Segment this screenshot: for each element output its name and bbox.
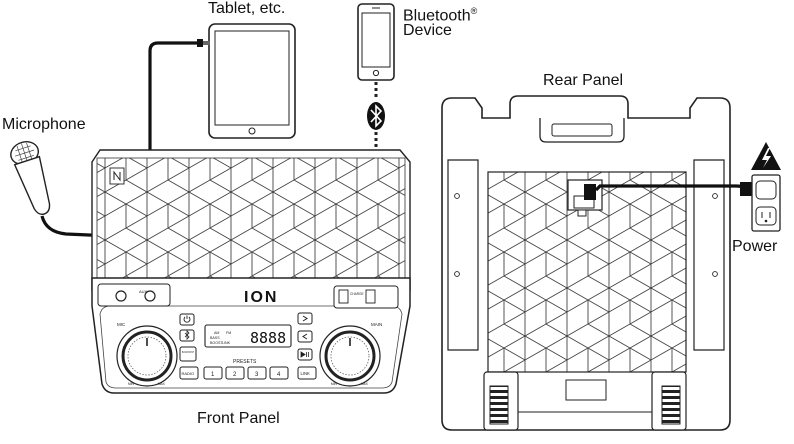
wall-outlet [751, 174, 781, 232]
presets-label: PRESETS [233, 359, 257, 365]
prev-button[interactable] [297, 330, 313, 343]
preset-label-2: 2 [233, 372, 237, 378]
link-button[interactable]: LINK [297, 366, 317, 380]
charge-ports: CHARGE [333, 285, 399, 309]
play-pause-button[interactable] [297, 348, 313, 361]
chevron-right-icon [302, 315, 308, 322]
bluetooth-button[interactable] [179, 329, 195, 342]
preset-button-3[interactable]: 3 [247, 366, 267, 380]
display-digits: 8888 [250, 329, 286, 347]
bluetooth-label-text: Bluetooth [403, 7, 471, 25]
display-indicator-fm: FM [226, 331, 231, 335]
right-wheel [651, 371, 687, 431]
preset-label-1: 1 [211, 372, 215, 378]
charge-label: CHARGE [350, 292, 364, 296]
preset-button-2[interactable]: 2 [225, 366, 245, 380]
preset-button-1[interactable]: 1 [203, 366, 223, 380]
display-indicator-link: LINK [222, 341, 231, 345]
bluetooth-icon [367, 102, 385, 130]
play-pause-icon [300, 351, 309, 358]
main-knob-label: MAIN [371, 322, 382, 327]
preset-label-3: 3 [255, 372, 259, 378]
lightning-warning-icon [751, 142, 781, 170]
tablet-device [208, 23, 296, 139]
front-panel: AUX CHARGE ION MIC MIN MAX MAIN MIN [91, 149, 411, 394]
ion-logo: ION [244, 289, 278, 306]
next-button[interactable] [297, 312, 313, 325]
rear-panel [441, 95, 731, 431]
power-cable [584, 182, 752, 200]
link-label: LINK [301, 371, 311, 376]
display-indicator-boost: BOOST [210, 341, 223, 345]
phone-device [357, 3, 395, 81]
aux-jack-label: AUX [139, 289, 148, 294]
display-indicator-bass: BASS [210, 336, 220, 340]
bluetooth-icon [184, 330, 190, 340]
nfc-icon [109, 167, 125, 185]
radio-button[interactable]: RADIO [179, 366, 199, 380]
display-indicator-am: AM [214, 331, 219, 335]
mic-knob-label: MIC [117, 322, 126, 327]
registered-mark: ® [470, 6, 478, 16]
mic-volume-knob[interactable]: MIC MIN MAX [116, 322, 178, 387]
tablet-label: Tablet, etc. [208, 0, 286, 17]
bluetooth-device-label: Bluetooth® [403, 2, 477, 25]
power-label: Power [732, 238, 778, 255]
bass-boost-label: BASS BOOST [182, 350, 194, 354]
mic-knob-min: MIN [128, 382, 135, 386]
power-icon [183, 315, 191, 323]
carry-handle [539, 118, 625, 143]
left-wheel [483, 371, 519, 431]
microphone-label: Microphone [2, 116, 86, 133]
main-knob-min: MIN [331, 382, 338, 386]
microphone-device [10, 141, 51, 216]
input-jacks: AUX [97, 283, 171, 307]
mic-knob-max: MAX [158, 382, 166, 386]
radio-label: RADIO [182, 371, 195, 376]
preset-label-4: 4 [277, 372, 281, 378]
lcd-display: AM FM BASS BOOST LINK 8888 [204, 324, 292, 348]
preset-button-4[interactable]: 4 [269, 366, 289, 380]
rear-panel-label: Rear Panel [543, 72, 624, 89]
power-button[interactable] [179, 313, 195, 326]
front-panel-label: Front Panel [197, 410, 280, 427]
device-label: Device [403, 22, 452, 39]
bass-boost-button[interactable]: BASS BOOST [179, 346, 197, 362]
main-volume-knob[interactable]: MAIN MIN MAX [319, 322, 382, 387]
chevron-left-icon [302, 333, 308, 340]
main-knob-max: MAX [361, 382, 369, 386]
